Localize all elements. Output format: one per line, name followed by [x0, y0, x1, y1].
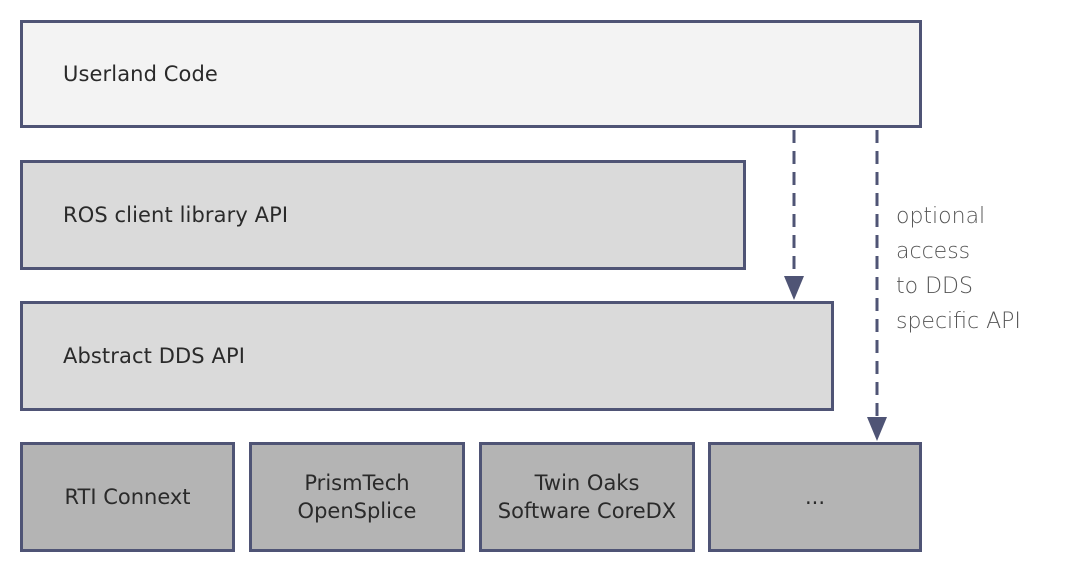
ros-client-library-label: ROS client library API	[63, 203, 289, 227]
vendor-label: ...	[804, 485, 826, 509]
optional-access-note: optional access to DDS specific API	[896, 199, 1021, 339]
ros-client-library-layer: ROS client library API	[20, 160, 746, 270]
note-line: specific API	[896, 309, 1021, 334]
userland-code-label: Userland Code	[63, 62, 218, 86]
vendor-rti-connext: RTI Connext	[20, 442, 235, 552]
vendor-label-line2: OpenSplice	[297, 499, 417, 523]
vendor-label-line1: Twin Oaks	[534, 471, 640, 495]
vendor-twin-oaks-coredx: Twin Oaks Software CoreDX	[479, 442, 695, 552]
vendor-label-line2: Software CoreDX	[497, 499, 677, 523]
vendor-other: ...	[708, 442, 922, 552]
arrow-userland-to-abstract-dds	[784, 130, 804, 300]
note-line: access	[896, 239, 971, 264]
vendor-label: RTI Connext	[64, 485, 191, 509]
note-line: to DDS	[896, 274, 973, 299]
abstract-dds-layer: Abstract DDS API	[20, 301, 834, 411]
vendor-prismtech-opensplice: PrismTech OpenSplice	[249, 442, 465, 552]
note-line: optional	[896, 204, 986, 229]
abstract-dds-label: Abstract DDS API	[63, 344, 245, 368]
vendor-label-line1: PrismTech	[304, 471, 410, 495]
arrow-userland-to-vendor	[867, 130, 887, 441]
userland-code-layer: Userland Code	[20, 20, 922, 128]
